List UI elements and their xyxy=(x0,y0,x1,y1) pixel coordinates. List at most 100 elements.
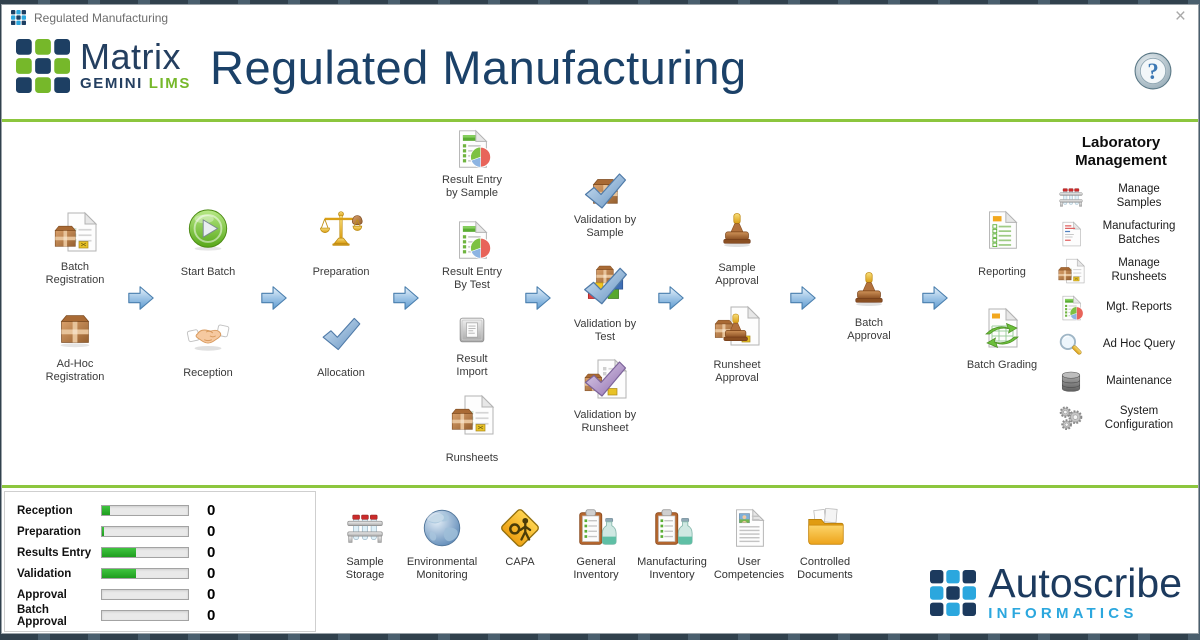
workflow-node-reception[interactable] xyxy=(185,310,231,356)
grading-doc-icon[interactable] xyxy=(978,304,1026,352)
status-label: Reception xyxy=(17,504,73,517)
stamp-doc-icon[interactable] xyxy=(713,303,761,351)
check-purple-doc-icon[interactable] xyxy=(581,355,629,403)
document-pie-icon[interactable] xyxy=(1056,293,1086,323)
check-blocks-icon[interactable] xyxy=(580,261,630,311)
module-manufacturing-inventory[interactable] xyxy=(649,505,695,551)
folder-docs-icon[interactable] xyxy=(802,505,848,551)
flow-arrow-icon xyxy=(391,283,421,313)
progress-bar xyxy=(101,589,189,600)
workflow-node-batch-grading[interactable] xyxy=(978,304,1026,352)
batch-doc-icon[interactable] xyxy=(1056,219,1086,249)
box-document-icon[interactable] xyxy=(1056,256,1086,286)
workflow-node-result-import[interactable] xyxy=(453,311,491,349)
document-pie-icon[interactable] xyxy=(449,126,495,172)
page-title: Regulated Manufacturing xyxy=(210,41,747,94)
workflow-node-label: Ad-Hoc Registration xyxy=(45,358,105,383)
workflow-node-label: Sample Approval xyxy=(715,262,759,287)
document-pie-icon[interactable] xyxy=(449,217,495,263)
import-gray-icon[interactable] xyxy=(453,311,491,349)
stamp-icon[interactable] xyxy=(847,268,891,312)
stamp-icon[interactable] xyxy=(715,209,759,253)
database-icon[interactable] xyxy=(1056,367,1086,397)
warning-diamond-icon[interactable] xyxy=(497,505,543,551)
workflow-node-result-entry-sample[interactable] xyxy=(449,126,495,172)
workflow-node-runsheets[interactable] xyxy=(448,391,496,439)
matrix-grid-icon xyxy=(16,39,70,93)
report-doc-icon[interactable] xyxy=(979,207,1025,253)
status-count: 0 xyxy=(207,523,216,540)
workflow-node-validation-runsheet[interactable] xyxy=(581,355,629,403)
box-document-icon[interactable] xyxy=(51,208,99,256)
globe-icon[interactable] xyxy=(419,505,465,551)
scales-icon[interactable] xyxy=(318,206,364,252)
workflow-node-preparation[interactable] xyxy=(318,206,364,252)
module-controlled-documents[interactable] xyxy=(802,505,848,551)
close-icon[interactable]: × xyxy=(1174,6,1186,27)
check-box-icon[interactable] xyxy=(581,167,629,215)
status-label: Preparation xyxy=(17,525,81,538)
sidebar-item-mgt-reports[interactable]: Mgt. Reports xyxy=(1050,291,1192,325)
sidebar-item-manage-runsheets[interactable]: Manage Runsheets xyxy=(1050,254,1192,288)
workflow-node-label: Runsheets xyxy=(445,452,499,464)
status-count: 0 xyxy=(207,544,216,561)
logo-subtitle: GEMINI LIMS xyxy=(80,75,191,92)
app-window: Regulated Manufacturing × Matrix GEMINI … xyxy=(1,4,1199,634)
module-label: User Competencies xyxy=(713,556,785,581)
tube-rack-icon[interactable] xyxy=(1056,182,1086,212)
workflow-node-start-batch[interactable] xyxy=(185,206,231,252)
workflow-node-allocation[interactable] xyxy=(319,312,363,356)
status-count: 0 xyxy=(207,607,216,624)
tube-rack-icon[interactable] xyxy=(342,505,388,551)
workflow-node-adhoc-registration[interactable] xyxy=(52,306,98,352)
workflow-node-sample-approval[interactable] xyxy=(715,209,759,253)
workflow-node-batch-registration[interactable] xyxy=(51,208,99,256)
workflow-node-reporting[interactable] xyxy=(979,207,1025,253)
module-general-inventory[interactable] xyxy=(573,505,619,551)
workflow-node-validation-sample[interactable] xyxy=(581,167,629,215)
workflow-node-label: Preparation xyxy=(312,266,370,278)
package-icon[interactable] xyxy=(52,306,98,352)
workflow-node-label: Reporting xyxy=(978,266,1026,278)
workflow-node-validation-test[interactable] xyxy=(580,261,630,311)
box-document-icon[interactable] xyxy=(448,391,496,439)
flow-arrow-icon xyxy=(788,283,818,313)
sidebar-item-label: Manage Runsheets xyxy=(1111,257,1167,283)
workflow-node-label: Runsheet Approval xyxy=(713,359,761,384)
workflow-node-batch-approval[interactable] xyxy=(847,268,891,312)
progress-bar xyxy=(101,547,189,558)
help-question-icon[interactable]: ? xyxy=(1132,50,1174,92)
status-label: Validation xyxy=(17,567,72,580)
gears-icon[interactable] xyxy=(1056,404,1086,434)
sidebar-item-manage-samples[interactable]: Manage Samples xyxy=(1050,180,1192,214)
magnifier-icon[interactable] xyxy=(1056,330,1086,360)
module-label: Environmental Monitoring xyxy=(406,556,478,581)
module-capa[interactable] xyxy=(497,505,543,551)
module-user-competencies[interactable] xyxy=(726,505,772,551)
clipboard-bottle-icon[interactable] xyxy=(573,505,619,551)
flow-arrow-icon xyxy=(656,283,686,313)
autoscribe-brand: Autoscribe xyxy=(988,560,1182,606)
workflow-node-label: Result Import xyxy=(456,353,488,378)
workflow-node-label: Batch Approval xyxy=(847,317,891,342)
workflow-node-label: Result Entry by Sample xyxy=(442,174,502,199)
play-icon[interactable] xyxy=(185,206,231,252)
user-doc-icon[interactable] xyxy=(726,505,772,551)
module-sample-storage[interactable] xyxy=(342,505,388,551)
sidebar-item-maintenance[interactable]: Maintenance xyxy=(1050,365,1192,399)
module-environmental-monitoring[interactable] xyxy=(419,505,465,551)
clipboard-bottle-icon[interactable] xyxy=(649,505,695,551)
autoscribe-grid-icon xyxy=(930,569,977,616)
handshake-icon[interactable] xyxy=(185,310,231,356)
workflow-node-runsheet-approval[interactable] xyxy=(713,303,761,351)
status-count: 0 xyxy=(207,586,216,603)
sidebar-item-ad-hoc-query[interactable]: Ad Hoc Query xyxy=(1050,328,1192,362)
sidebar-item-system-configuration[interactable]: System Configuration xyxy=(1050,402,1192,436)
check-blue-icon[interactable] xyxy=(319,312,363,356)
sidebar-item-manufacturing-batches[interactable]: Manufacturing Batches xyxy=(1050,217,1192,251)
workflow-node-label: Validation by Test xyxy=(573,318,637,343)
workflow-node-result-entry-test[interactable] xyxy=(449,217,495,263)
